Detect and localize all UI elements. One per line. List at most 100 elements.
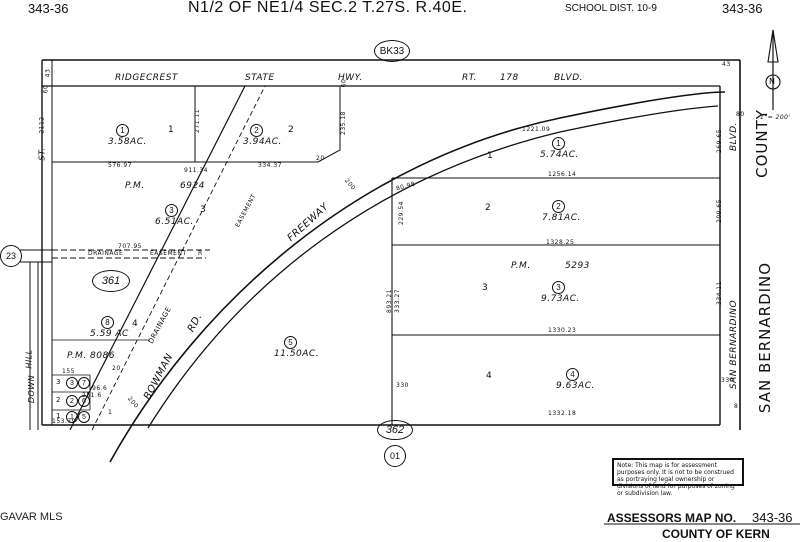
- lot-number: 3: [482, 283, 489, 293]
- parcel-acreage: 9.63AC.: [556, 381, 595, 391]
- left-cross-street: [20, 249, 52, 263]
- road-label-hwy: HWY.: [338, 73, 363, 83]
- dimension-label: 269.65: [716, 129, 723, 153]
- small-parcel-number: 2: [66, 395, 78, 407]
- dimension-label: 8: [734, 403, 739, 410]
- drainage-band-label: DRAINAGE: [88, 250, 124, 257]
- dimension-label: 1332.18: [548, 410, 577, 417]
- dimension-label: 911.34: [184, 167, 208, 174]
- parcel-map-number: 6924: [180, 181, 205, 191]
- county-name: COUNTY OF KERN: [662, 527, 770, 541]
- freeway-east-curve: [147, 105, 719, 429]
- dimension-label: 251.6: [82, 392, 102, 399]
- san-bernardino-blvd-label: SAN BERNARDINO: [729, 299, 740, 390]
- dimension-label: 209.65: [716, 199, 723, 223]
- mls-watermark: GAVAR MLS: [0, 511, 63, 523]
- left-st-label: ST.: [37, 147, 47, 161]
- parcel-acreage: 5.74AC.: [540, 150, 579, 160]
- dimension-label: 235.18: [340, 111, 347, 135]
- lot-number: 3: [200, 205, 207, 215]
- lot-number: 2: [288, 125, 295, 135]
- north-label: N: [769, 77, 776, 86]
- right-parcel-lines: [392, 177, 720, 336]
- parcel-acreage: 6.51AC.: [155, 217, 194, 227]
- dimension-label: 1256.14: [548, 171, 577, 178]
- parcel-line-c: [317, 86, 341, 163]
- map-ref-23: 23: [0, 245, 22, 267]
- assessor-map-number: 343-36: [752, 510, 793, 525]
- dimension-label: 20: [112, 365, 121, 372]
- parcel-number: 8: [101, 316, 114, 329]
- dimension-label: 20: [316, 155, 325, 162]
- parcel-map-8086: P.M. 8086: [67, 351, 115, 361]
- down-label: DOWN: [27, 374, 37, 404]
- san-bernardino-county-label: SAN BERNARDINO: [756, 261, 775, 414]
- blvd-label: BLVD.: [728, 122, 739, 151]
- parcel-number: 1: [116, 124, 129, 137]
- dimension-label: 43: [44, 68, 52, 78]
- school-district: SCHOOL DIST. 10-9: [565, 3, 657, 14]
- dimension-label: 707.95: [118, 243, 142, 250]
- dimension-label: 80: [736, 111, 745, 118]
- road-label-178: 178: [500, 73, 519, 83]
- small-lot-number: 3: [56, 378, 61, 386]
- parcel-acreage: 5.59 AC: [90, 329, 129, 339]
- dimension-label: 271.11: [194, 109, 201, 133]
- small-lot-number: 2: [56, 396, 61, 404]
- parcel-acreage: 3.58AC.: [108, 137, 147, 147]
- drainage-easement-band: [52, 249, 210, 259]
- dimension-label: 334.37: [258, 162, 282, 169]
- parcel-number: 5: [284, 336, 297, 349]
- hill-label: HILL: [24, 349, 34, 369]
- north-arrow-head: [767, 29, 779, 63]
- hill-street: [29, 262, 39, 430]
- small-parcel-number: 1: [66, 411, 78, 423]
- dimension-label: 155: [62, 368, 75, 375]
- parcel-acreage: 3.94AC.: [243, 137, 282, 147]
- easement-band-label: EASEMENT: [150, 250, 187, 257]
- parcel-acreage: 7.81AC.: [542, 213, 581, 223]
- small-parcel-number: 5: [78, 411, 90, 423]
- dimension-label: 60: [340, 78, 348, 88]
- dimension-label: 576.97: [108, 162, 132, 169]
- dimension-label: 1328.25: [546, 239, 575, 246]
- map-ref-361-text: 361: [101, 275, 121, 287]
- parcel-acreage: 11.50AC.: [274, 349, 320, 359]
- book-ref-oval: BK33: [374, 40, 410, 62]
- lot-number: 4: [132, 319, 139, 329]
- dimension-label: 1: [108, 409, 113, 416]
- parcel-number: 2: [552, 200, 565, 213]
- dimension-label: 153.79: [52, 418, 76, 425]
- map-ref-361: 361: [92, 270, 130, 292]
- dimension-label: 1330.23: [548, 327, 577, 334]
- assessment-note: Note: This map is for assessment purpose…: [612, 458, 744, 497]
- map-code-left: 343-36: [28, 1, 69, 16]
- road-label-rt: RT.: [462, 73, 478, 83]
- dimension-label: 334.11: [716, 281, 723, 305]
- r-band-label: R: [198, 250, 203, 257]
- dimension-label: 43: [722, 61, 731, 68]
- page-title: N1/2 OF NE1/4 SEC.2 T.27S. R.40E.: [188, 0, 468, 16]
- freeway-west-curve: [109, 91, 726, 463]
- north-arrow-circle: [765, 74, 781, 90]
- parcel-number: 4: [566, 368, 579, 381]
- left-st-num: 2112: [38, 116, 46, 134]
- parcel-number: 1: [552, 137, 565, 150]
- lot-number: 1: [168, 125, 175, 135]
- dimension-label: 333.27: [394, 289, 401, 313]
- parcel-map-label: P.M.: [125, 181, 145, 191]
- dimension-label: 96.6: [92, 385, 108, 392]
- small-parcel-number: 6: [78, 395, 90, 407]
- lot-number: 1: [487, 151, 494, 161]
- assessor-map-label: ASSESSORS MAP NO.: [607, 511, 737, 525]
- dimension-label: 229.54: [398, 201, 405, 225]
- parcel-map-label: P.M.: [511, 261, 531, 271]
- road-label-blvd: BLVD.: [554, 73, 583, 83]
- map-ref-362-text: 362: [385, 424, 405, 436]
- road-label-state: STATE: [245, 73, 275, 83]
- parcel-number: 2: [250, 124, 263, 137]
- dimension-label: 893.21: [386, 289, 393, 313]
- parcel-acreage: 9.73AC.: [541, 294, 580, 304]
- lot-number: 4: [486, 371, 493, 381]
